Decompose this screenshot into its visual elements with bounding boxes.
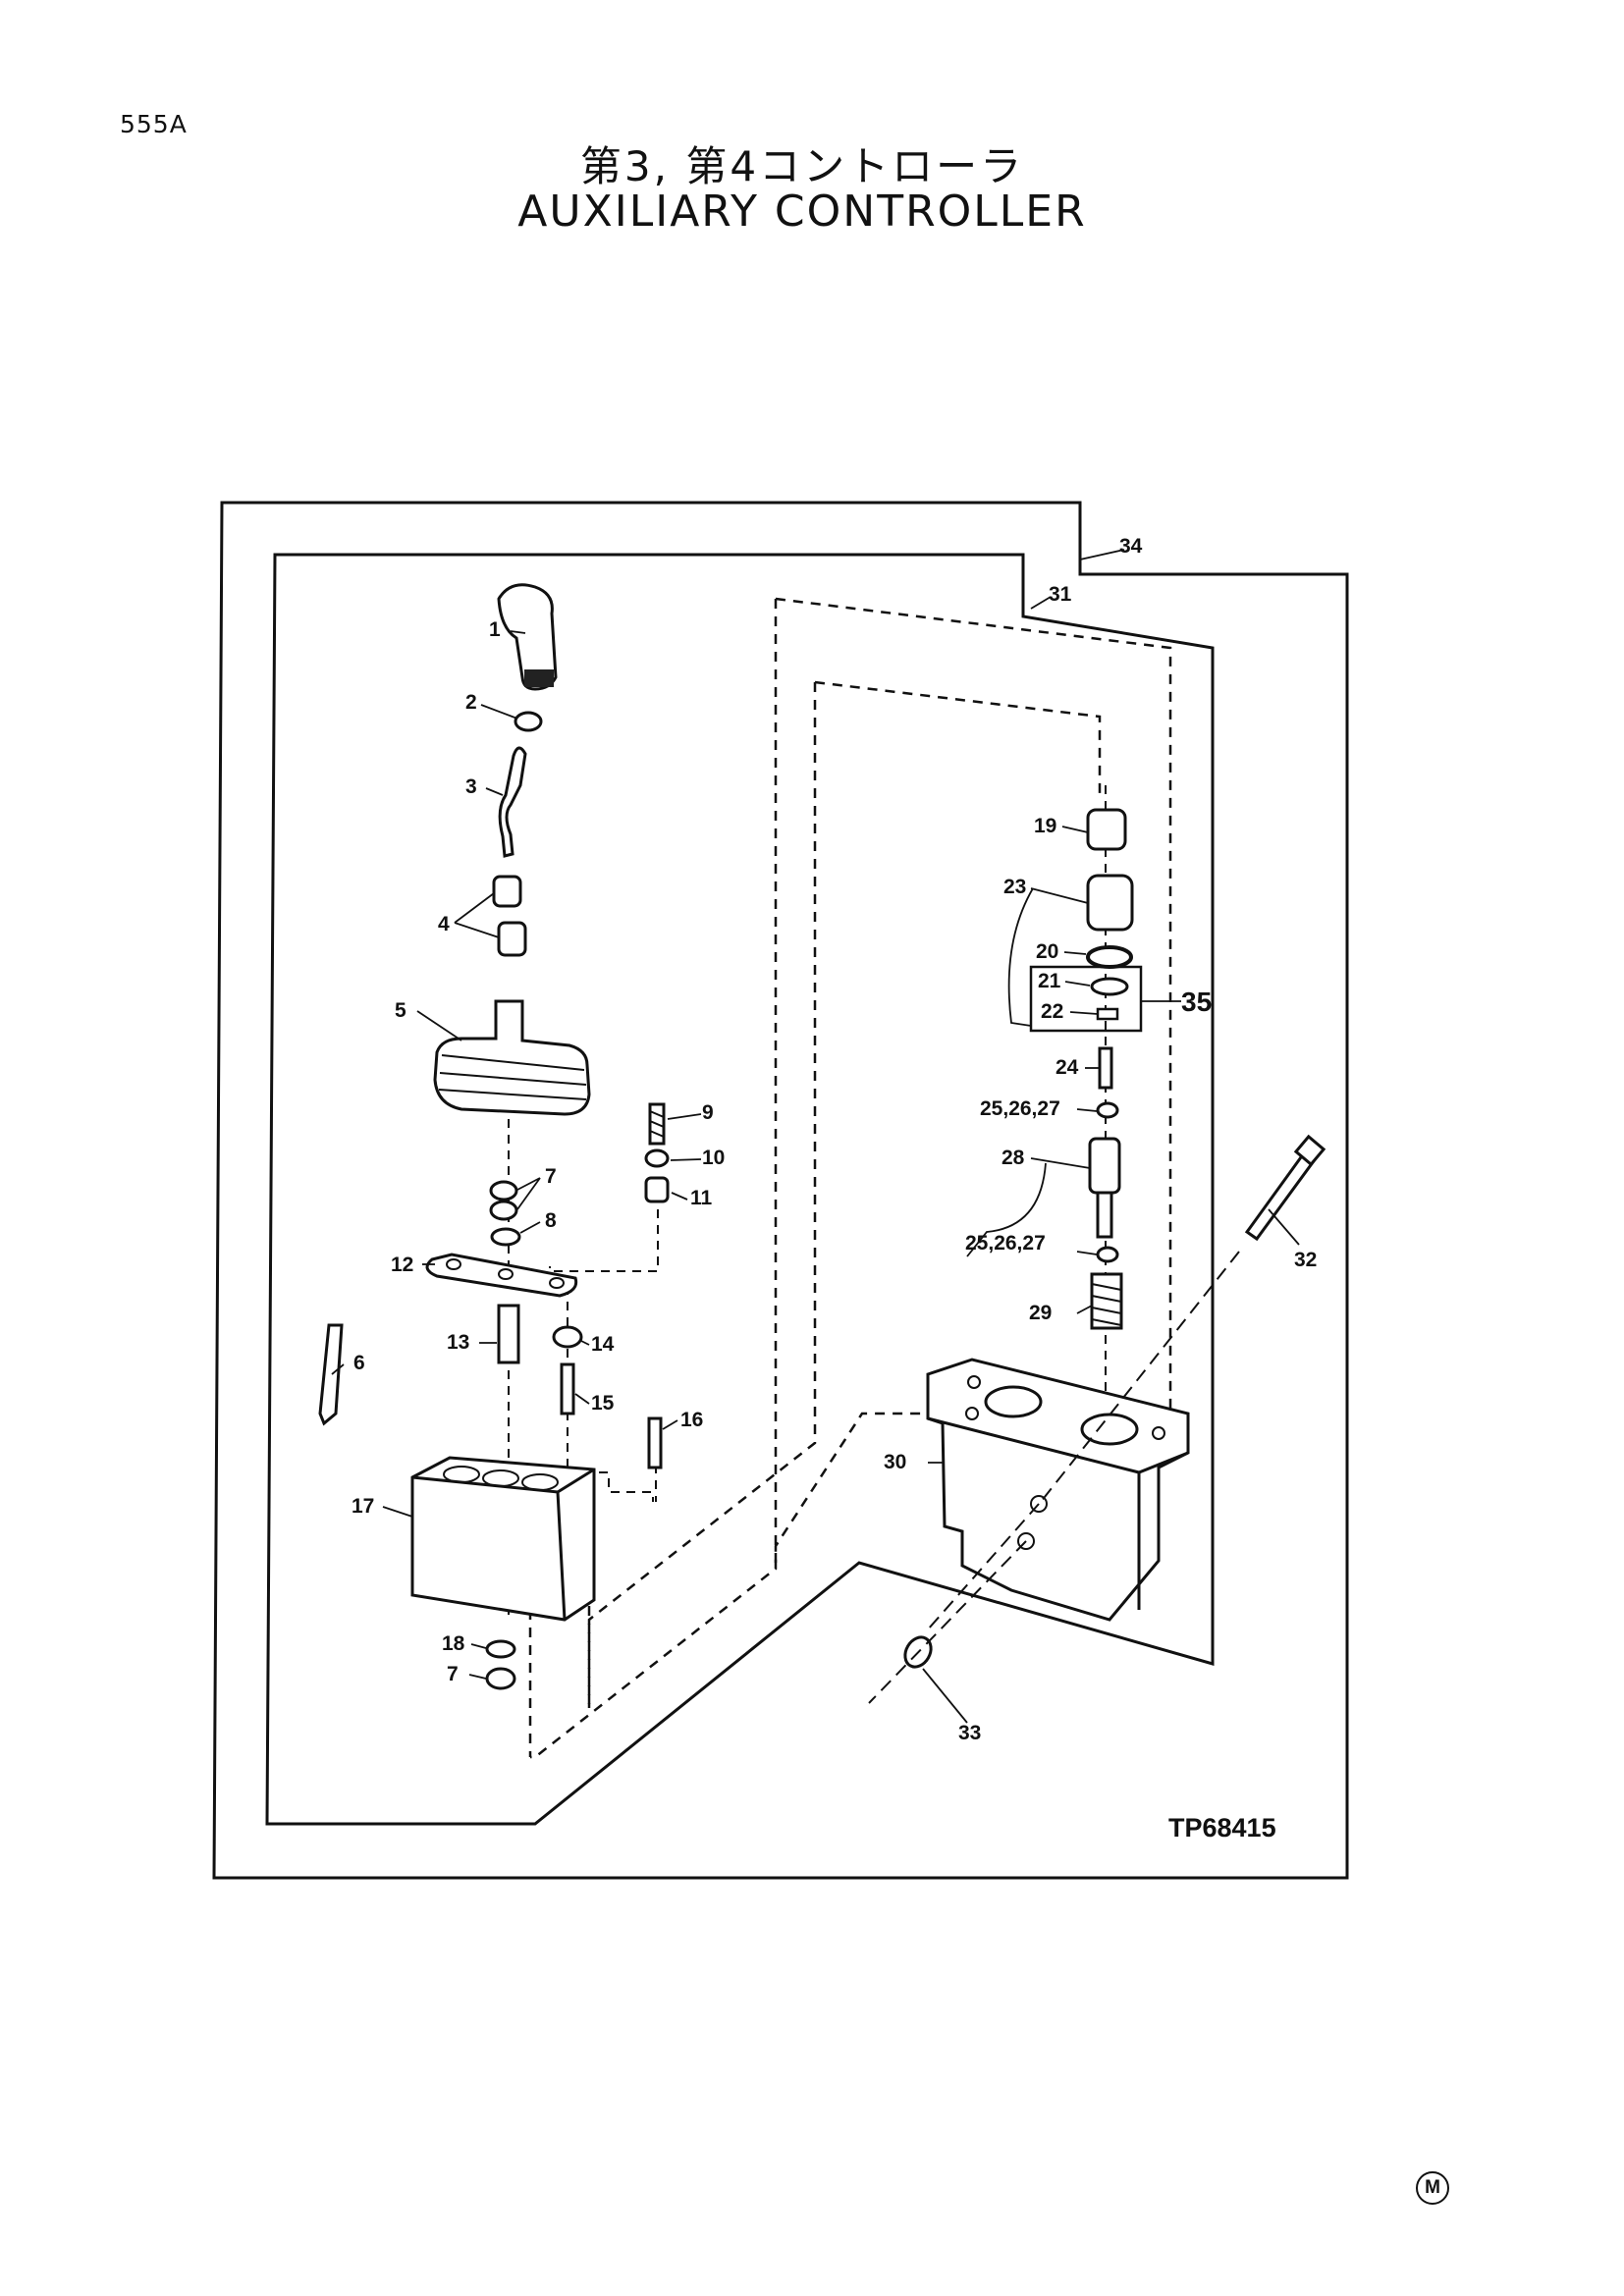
part-22 [1096,1007,1119,1021]
part-23 [1086,874,1134,932]
part-valve-body [926,1358,1190,1622]
callout-24: 24 [1056,1056,1079,1079]
callout-1: 1 [489,618,501,641]
callout-16: 16 [680,1409,703,1431]
part-fitting [497,1304,520,1364]
drawing-number: TP68415 [1168,1813,1276,1842]
callout-15: 15 [591,1392,615,1415]
callout-2: 2 [465,691,477,714]
callout-7-lower: 7 [447,1663,459,1685]
part-housing [410,1456,596,1622]
part-pin [560,1362,575,1415]
callout-3: 3 [465,775,477,798]
callout-30: 30 [884,1451,906,1473]
callout-5: 5 [395,999,406,1022]
callout-22: 22 [1041,1000,1063,1023]
callout-18: 18 [442,1632,465,1655]
part-nut-14 [552,1325,583,1349]
callout-12: 12 [391,1254,413,1276]
callout-33: 33 [958,1722,981,1744]
callout-21: 21 [1038,970,1061,992]
callout-35: 35 [1181,987,1212,1017]
callout-4: 4 [438,913,450,935]
callout-7: 7 [545,1165,557,1188]
part-nut-7a [489,1180,518,1201]
part-screw [647,1416,663,1469]
part-boot [433,999,591,1116]
part-washer [490,1227,521,1247]
part-nut-7c [485,1667,516,1690]
dashed-boundary-inner [587,680,1102,1708]
callout-20: 20 [1036,940,1058,963]
callout-25-26-27-lower: 25,26,27 [965,1232,1046,1255]
part-washer-25b [1096,1246,1119,1263]
callout-25-26-27-upper: 25,26,27 [980,1097,1060,1120]
part-nut-7b [489,1200,518,1221]
title-english: AUXILIARY CONTROLLER [517,187,1087,237]
callout-8: 8 [545,1209,557,1232]
part-washer-25a [1096,1101,1119,1119]
kit-box-35 [1029,965,1143,1033]
callout-31: 31 [1049,583,1072,606]
callout-28: 28 [1001,1147,1025,1169]
callout-14: 14 [591,1333,615,1356]
callout-32: 32 [1294,1249,1317,1271]
callout-23: 23 [1003,876,1026,898]
part-28 [1088,1137,1121,1195]
part-plate [425,1253,578,1298]
part-19 [1086,808,1127,851]
part-11 [644,1176,670,1203]
callout-6: 6 [353,1352,365,1374]
callout-11: 11 [690,1187,713,1209]
page-code: 555A [120,110,188,138]
part-lever [498,746,527,858]
callout-13: 13 [447,1331,469,1354]
callout-34: 34 [1119,535,1143,558]
part-clip [318,1323,344,1426]
callout-10: 10 [702,1147,725,1169]
part-24 [1098,1046,1113,1090]
part-bolt [1244,1148,1319,1242]
part-bushing-upper [492,875,522,908]
title-japanese: 第3, 第4コントローラ [579,142,1025,190]
part-10 [644,1148,670,1168]
callout-19: 19 [1034,815,1056,837]
callout-9: 9 [702,1101,714,1124]
callout-29: 29 [1029,1302,1052,1324]
callout-17: 17 [352,1495,374,1518]
part-bushing-lower [497,921,527,957]
manufacturer-mark: M [1416,2171,1449,2205]
part-washer-18 [485,1639,516,1659]
part-nut [514,711,543,732]
inner-frame [265,553,1215,1826]
outer-frame [212,501,1349,1880]
part-oring-21 [1090,977,1129,996]
part-oring-20 [1086,945,1133,969]
